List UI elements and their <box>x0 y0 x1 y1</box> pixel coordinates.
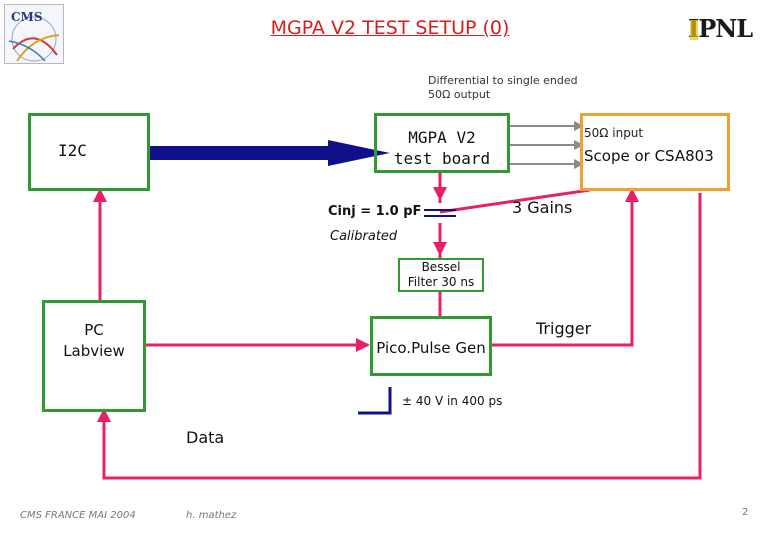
bus-arrow-head <box>328 140 390 166</box>
pulse-step-shape <box>358 387 392 415</box>
data-label: Data <box>186 428 225 447</box>
pulse-gen-label: Pico.Pulse Gen <box>376 339 486 357</box>
bessel-label-line1: Bessel <box>421 260 461 274</box>
pc-labview-block <box>42 300 146 412</box>
calibrated-label: Calibrated <box>330 229 398 244</box>
scope-block <box>580 113 730 191</box>
cinj-label: Cinj = 1.0 pF <box>328 204 422 219</box>
cms-logo-text: CMS <box>11 10 43 24</box>
page-title: MGPA V2 TEST SETUP (0) <box>270 17 510 39</box>
bessel-filter-block <box>398 258 484 292</box>
pc-label-line2: Labview <box>63 342 125 360</box>
arrowhead-cap <box>433 187 447 201</box>
page-number: 2 <box>742 507 749 518</box>
ohm-input-label: 50Ω input <box>584 126 644 140</box>
arrowhead-pulsegen-left <box>356 338 370 352</box>
wire-gains <box>439 188 591 214</box>
mgpa-label-line1: MGPA V2 <box>408 128 476 147</box>
diff-arrow-bot <box>574 159 584 169</box>
wire-data <box>102 193 702 480</box>
i2c-block <box>28 113 150 191</box>
arrowhead-bessel <box>433 242 447 256</box>
diff-arrow-top <box>574 121 584 131</box>
footer-left: CMS FRANCE MAI 2004 <box>20 510 136 521</box>
gains-label: 3 Gains <box>512 198 573 217</box>
diff-note-line1: Differential to single ended <box>428 74 578 87</box>
pc-label-line1: PC <box>84 321 104 339</box>
pulse-gen-block <box>370 316 492 376</box>
bus-arrow-shaft <box>150 146 330 160</box>
cms-logo: CMS <box>4 4 64 64</box>
ipnl-logo-accent <box>690 20 698 40</box>
ipnl-logo-text: IPNL <box>688 14 753 43</box>
cms-logo-graphic <box>8 16 60 62</box>
i2c-label: I2C <box>58 141 87 160</box>
footer-author: h. mathez <box>186 510 237 521</box>
diff-arrow-mid <box>574 140 584 150</box>
arrowhead-pc <box>97 408 111 422</box>
diff-note-line2: 50Ω output <box>428 88 491 101</box>
scope-label: Scope or CSA803 <box>584 147 714 165</box>
trigger-label: Trigger <box>536 319 592 338</box>
arrowhead-i2c <box>93 188 107 202</box>
wire-trigger <box>492 193 634 347</box>
arrowhead-scope <box>625 188 639 202</box>
ipnl-logo: IPNL <box>688 10 758 54</box>
bessel-label-line2: Filter 30 ns <box>407 275 475 289</box>
mgpa-label-line2: test board <box>393 149 491 168</box>
mgpa-board-block <box>374 113 510 173</box>
pulse-spec-label: ± 40 V in 400 ps <box>402 394 503 408</box>
